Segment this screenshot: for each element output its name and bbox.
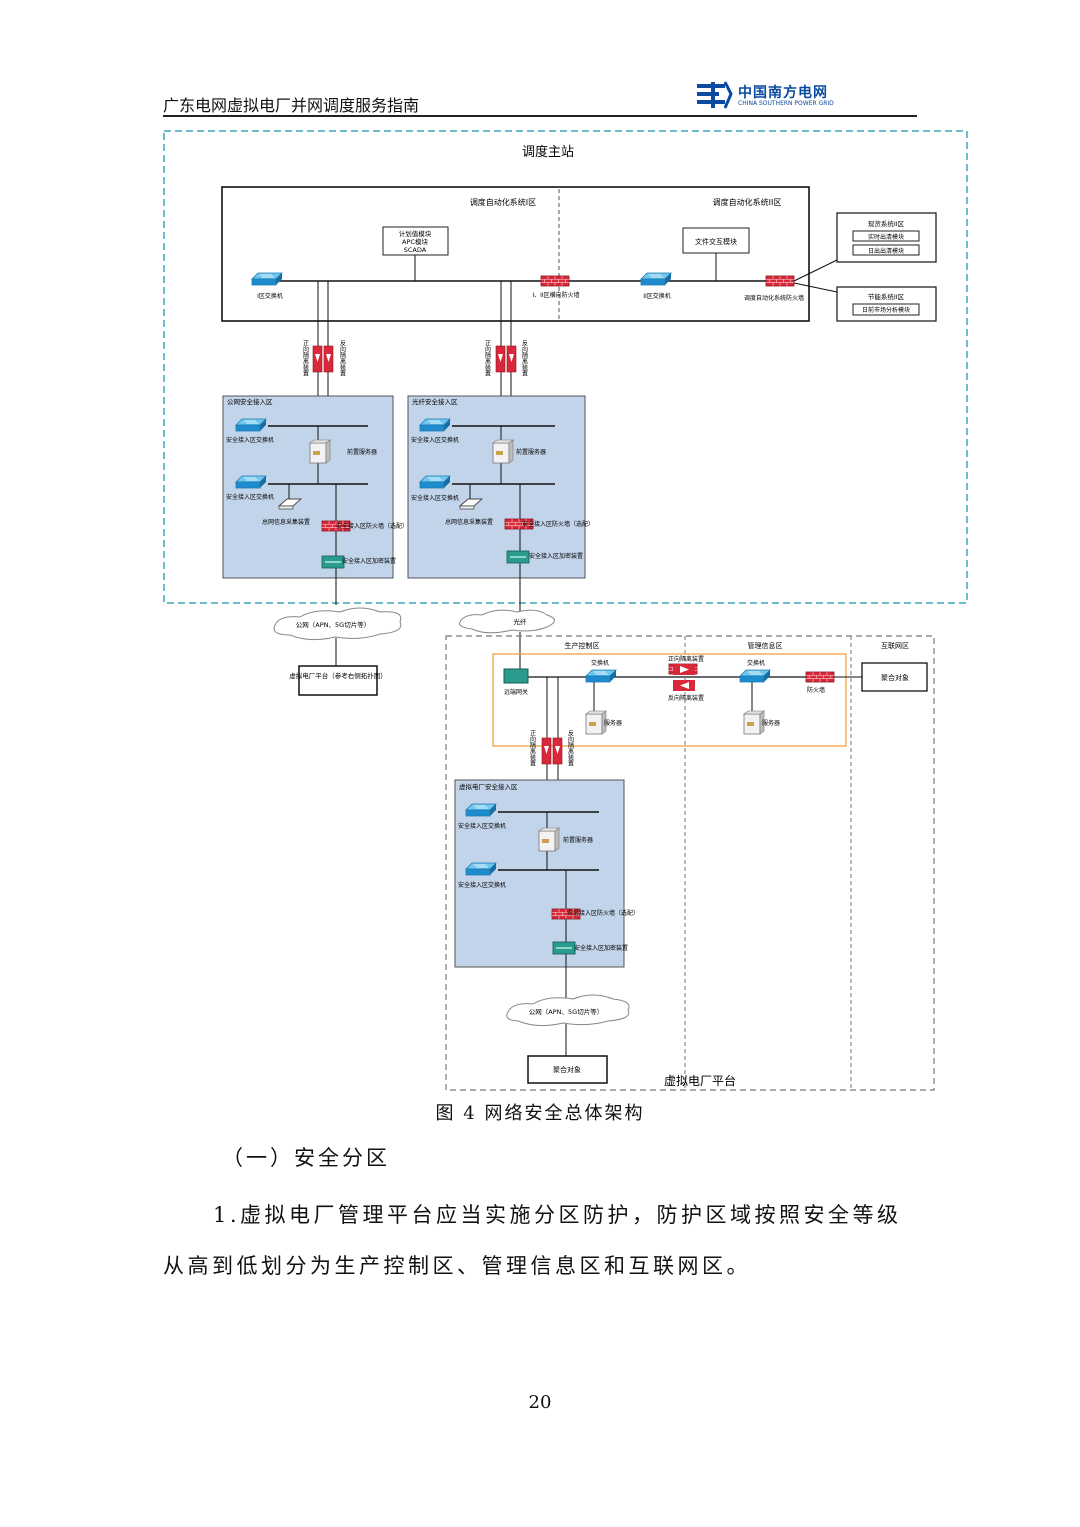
header-title: 广东电网虚拟电厂并网调度服务指南 <box>163 96 420 115</box>
svg-text:文件交互模块: 文件交互模块 <box>695 237 737 246</box>
svg-text:虚拟电厂平台（参考右侧拓扑图）: 虚拟电厂平台（参考右侧拓扑图） <box>289 671 387 680</box>
svg-text:安全接入区交换机: 安全接入区交换机 <box>411 436 459 444</box>
svg-text:服务器: 服务器 <box>604 719 622 727</box>
logo-text-cn: 中国南方电网 <box>738 85 828 101</box>
svg-text:安全接入区加密装置: 安全接入区加密装置 <box>529 552 583 560</box>
svg-text:I、II区横向防火墙: I、II区横向防火墙 <box>532 291 579 299</box>
svg-text:虚拟电厂平台: 虚拟电厂平台 <box>664 1073 736 1088</box>
svg-text:公网安全接入区: 公网安全接入区 <box>227 397 273 406</box>
svg-text:总网信息采集装置: 总网信息采集装置 <box>262 518 310 526</box>
svg-text:安全接入区加密装置: 安全接入区加密装置 <box>342 557 396 565</box>
svg-text:光纤安全接入区: 光纤安全接入区 <box>412 397 458 406</box>
svg-text:正向隔离装置: 正向隔离装置 <box>529 730 536 766</box>
svg-text:正向隔离装置: 正向隔离装置 <box>484 340 491 376</box>
svg-text:公网（APN、5G切片等）: 公网（APN、5G切片等） <box>529 1007 603 1016</box>
svg-text:聚合对象: 聚合对象 <box>881 673 909 682</box>
header-rule <box>163 115 917 117</box>
svg-text:聚合对象: 聚合对象 <box>553 1065 581 1074</box>
svg-text:反向隔离装置: 反向隔离装置 <box>567 729 574 766</box>
vpp-platform: 生产控制区 管理信息区 互联网区 远端网关 交换机 正向隔离装置 反向隔离装置 … <box>445 635 935 1091</box>
figure-caption: 图 4 网络安全总体架构 <box>435 1103 645 1124</box>
body-paragraph: 1.虚拟电厂管理平台应当实施分区防护，防护区域按照安全等级从高到低划分为生产控制… <box>163 1203 902 1278</box>
svg-text:现货系统II区: 现货系统II区 <box>868 219 905 228</box>
svg-text:正向隔离装置: 正向隔离装置 <box>302 340 309 376</box>
svg-text:前置服务器: 前置服务器 <box>347 448 377 456</box>
svg-text:调度自动化系统防火墙: 调度自动化系统防火墙 <box>744 294 804 302</box>
svg-text:前置服务器: 前置服务器 <box>563 836 593 844</box>
svg-text:安全接入区交换机: 安全接入区交换机 <box>458 881 506 889</box>
svg-text:互联网区: 互联网区 <box>881 641 909 650</box>
section-title: （一）安全分区 <box>222 1146 390 1170</box>
svg-text:公网（APN、5G切片等）: 公网（APN、5G切片等） <box>296 620 370 629</box>
svg-text:交换机: 交换机 <box>591 659 609 667</box>
logo-text-en: CHINA SOUTHERN POWER GRID <box>738 100 834 107</box>
svg-text:日前市场分析模块: 日前市场分析模块 <box>862 306 910 314</box>
svg-text:SCADA: SCADA <box>404 246 427 254</box>
network-architecture-diagram: 调度主站 调度自动化系统I区 调度自动化系统II区 计划值模块 APC模块 SC… <box>163 130 968 1091</box>
svg-text:远端网关: 远端网关 <box>504 688 528 696</box>
svg-text:生产控制区: 生产控制区 <box>565 641 600 650</box>
svg-text:I区交换机: I区交换机 <box>257 292 283 300</box>
svg-text:安全接入区交换机: 安全接入区交换机 <box>458 822 506 830</box>
svg-text:节能系统II区: 节能系统II区 <box>868 292 905 301</box>
svg-text:总网信息采集装置: 总网信息采集装置 <box>445 518 493 526</box>
svg-text:II区交换机: II区交换机 <box>643 292 671 300</box>
svg-text:反向隔离装置: 反向隔离装置 <box>521 339 528 376</box>
svg-text:交换机: 交换机 <box>747 659 765 667</box>
svg-text:前置服务器: 前置服务器 <box>516 448 546 456</box>
station-frame <box>163 130 968 604</box>
svg-text:光纤: 光纤 <box>514 617 528 626</box>
svg-text:计划值模块: 计划值模块 <box>399 229 432 238</box>
svg-text:安全接入区交换机: 安全接入区交换机 <box>411 494 459 502</box>
svg-text:虚拟电厂安全接入区: 虚拟电厂安全接入区 <box>459 782 518 791</box>
svg-text:管理信息区: 管理信息区 <box>748 641 783 650</box>
public-net-cloud: 公网（APN、5G切片等） 虚拟电厂平台（参考右侧拓扑图） <box>273 607 402 696</box>
svg-text:安全接入区防火墙（选配）: 安全接入区防火墙（选配） <box>522 520 594 528</box>
svg-text:安全接入区防火墙（选配）: 安全接入区防火墙（选配） <box>336 522 408 530</box>
svg-text:安全接入区交换机: 安全接入区交换机 <box>226 493 274 501</box>
grid-logo-icon <box>697 81 733 109</box>
svg-text:正向隔离装置: 正向隔离装置 <box>668 655 704 663</box>
station-label: 调度主站 <box>522 144 574 160</box>
svg-text:调度自动化系统I区: 调度自动化系统I区 <box>470 197 536 207</box>
svg-text:安全接入区防火墙（选配）: 安全接入区防火墙（选配） <box>567 909 639 917</box>
svg-text:反向隔离装置: 反向隔离装置 <box>668 694 704 702</box>
svg-text:服务器: 服务器 <box>762 719 780 727</box>
svg-text:反向隔离装置: 反向隔离装置 <box>339 339 346 376</box>
svg-text:APC模块: APC模块 <box>402 237 428 246</box>
svg-text:安全接入区交换机: 安全接入区交换机 <box>226 436 274 444</box>
svg-text:防火墙: 防火墙 <box>807 686 825 694</box>
public-access-zone: 公网安全接入区 安全接入区交换机 前置服务器 安全接入区交换机 总网信息采集装置… <box>222 395 408 605</box>
fiber-cloud: 光纤 <box>459 609 555 677</box>
svg-text:日出出清模块: 日出出清模块 <box>868 247 904 255</box>
svg-text:实时出清模块: 实时出清模块 <box>868 233 904 241</box>
svg-text:安全接入区加密装置: 安全接入区加密装置 <box>574 944 628 952</box>
page-number: 20 <box>528 1392 552 1413</box>
fiber-access-zone: 光纤安全接入区 安全接入区交换机 前置服务器 安全接入区交换机 总网信息采集装置… <box>407 395 594 615</box>
svg-text:调度自动化系统II区: 调度自动化系统II区 <box>713 197 782 207</box>
